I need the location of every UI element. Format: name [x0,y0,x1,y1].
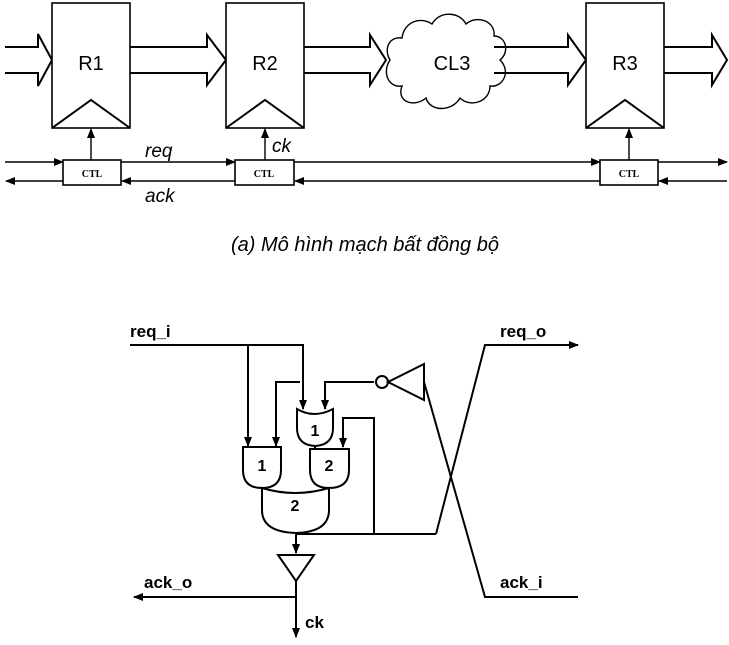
svg-text:1: 1 [311,423,320,440]
cloud-cl3-label: CL3 [434,53,471,75]
req-label: req [145,141,173,162]
pipeline-diagram: R1 R2 CL3 R3 [5,2,729,207]
cl3-to-r3-arrow [494,31,588,89]
and2-feedback-wire [339,417,375,534]
and-gate-1: 1 [242,446,282,490]
register-r1-label: R1 [78,53,104,75]
svg-text:CTL: CTL [254,169,275,180]
ck-label-bottom: ck [305,613,324,632]
ack-i-label: ack_i [500,573,543,592]
and-gate-2: 2 [309,448,350,490]
svg-text:CTL: CTL [619,169,640,180]
inverter [375,362,425,402]
req-o-wire [435,341,579,535]
ack-i-wire [423,381,578,598]
or-gate-1: 1 [296,407,334,448]
ctl-box-1: CTL [62,159,122,186]
req-i-wire [130,344,307,410]
register-r3: R3 [585,2,665,129]
svg-text:CTL: CTL [82,169,103,180]
ctl-box-3: CTL [599,159,659,186]
register-r2: R2 [225,2,305,129]
buffer [276,554,316,583]
svg-text:1: 1 [258,458,267,475]
inverter-out-wire [321,381,374,410]
register-r1: R1 [51,2,131,129]
combining-gate-2: 2 [261,486,330,535]
or-feedback-wire [272,381,300,447]
svg-text:2: 2 [291,498,300,515]
svg-text:2: 2 [325,458,334,475]
ack-label: ack [145,186,176,207]
r2-to-cl3-arrow [304,31,388,89]
register-r3-label: R3 [612,53,638,75]
figure-caption: (a) Mô hình mạch bất đồng bộ [231,234,499,256]
controller-circuit: 1 1 2 2 [130,322,579,638]
input-data-arrow [5,33,54,87]
ck-label-top: ck [272,136,293,157]
req-i-label: req_i [130,322,171,341]
output-data-arrow [664,31,729,89]
register-r2-label: R2 [252,53,278,75]
logic-cloud-cl3: CL3 [385,13,507,110]
r1-to-r2-arrow [130,32,228,88]
ack-o-label: ack_o [144,573,192,592]
ctl-box-2: CTL [234,159,295,186]
req-o-label: req_o [500,322,546,341]
